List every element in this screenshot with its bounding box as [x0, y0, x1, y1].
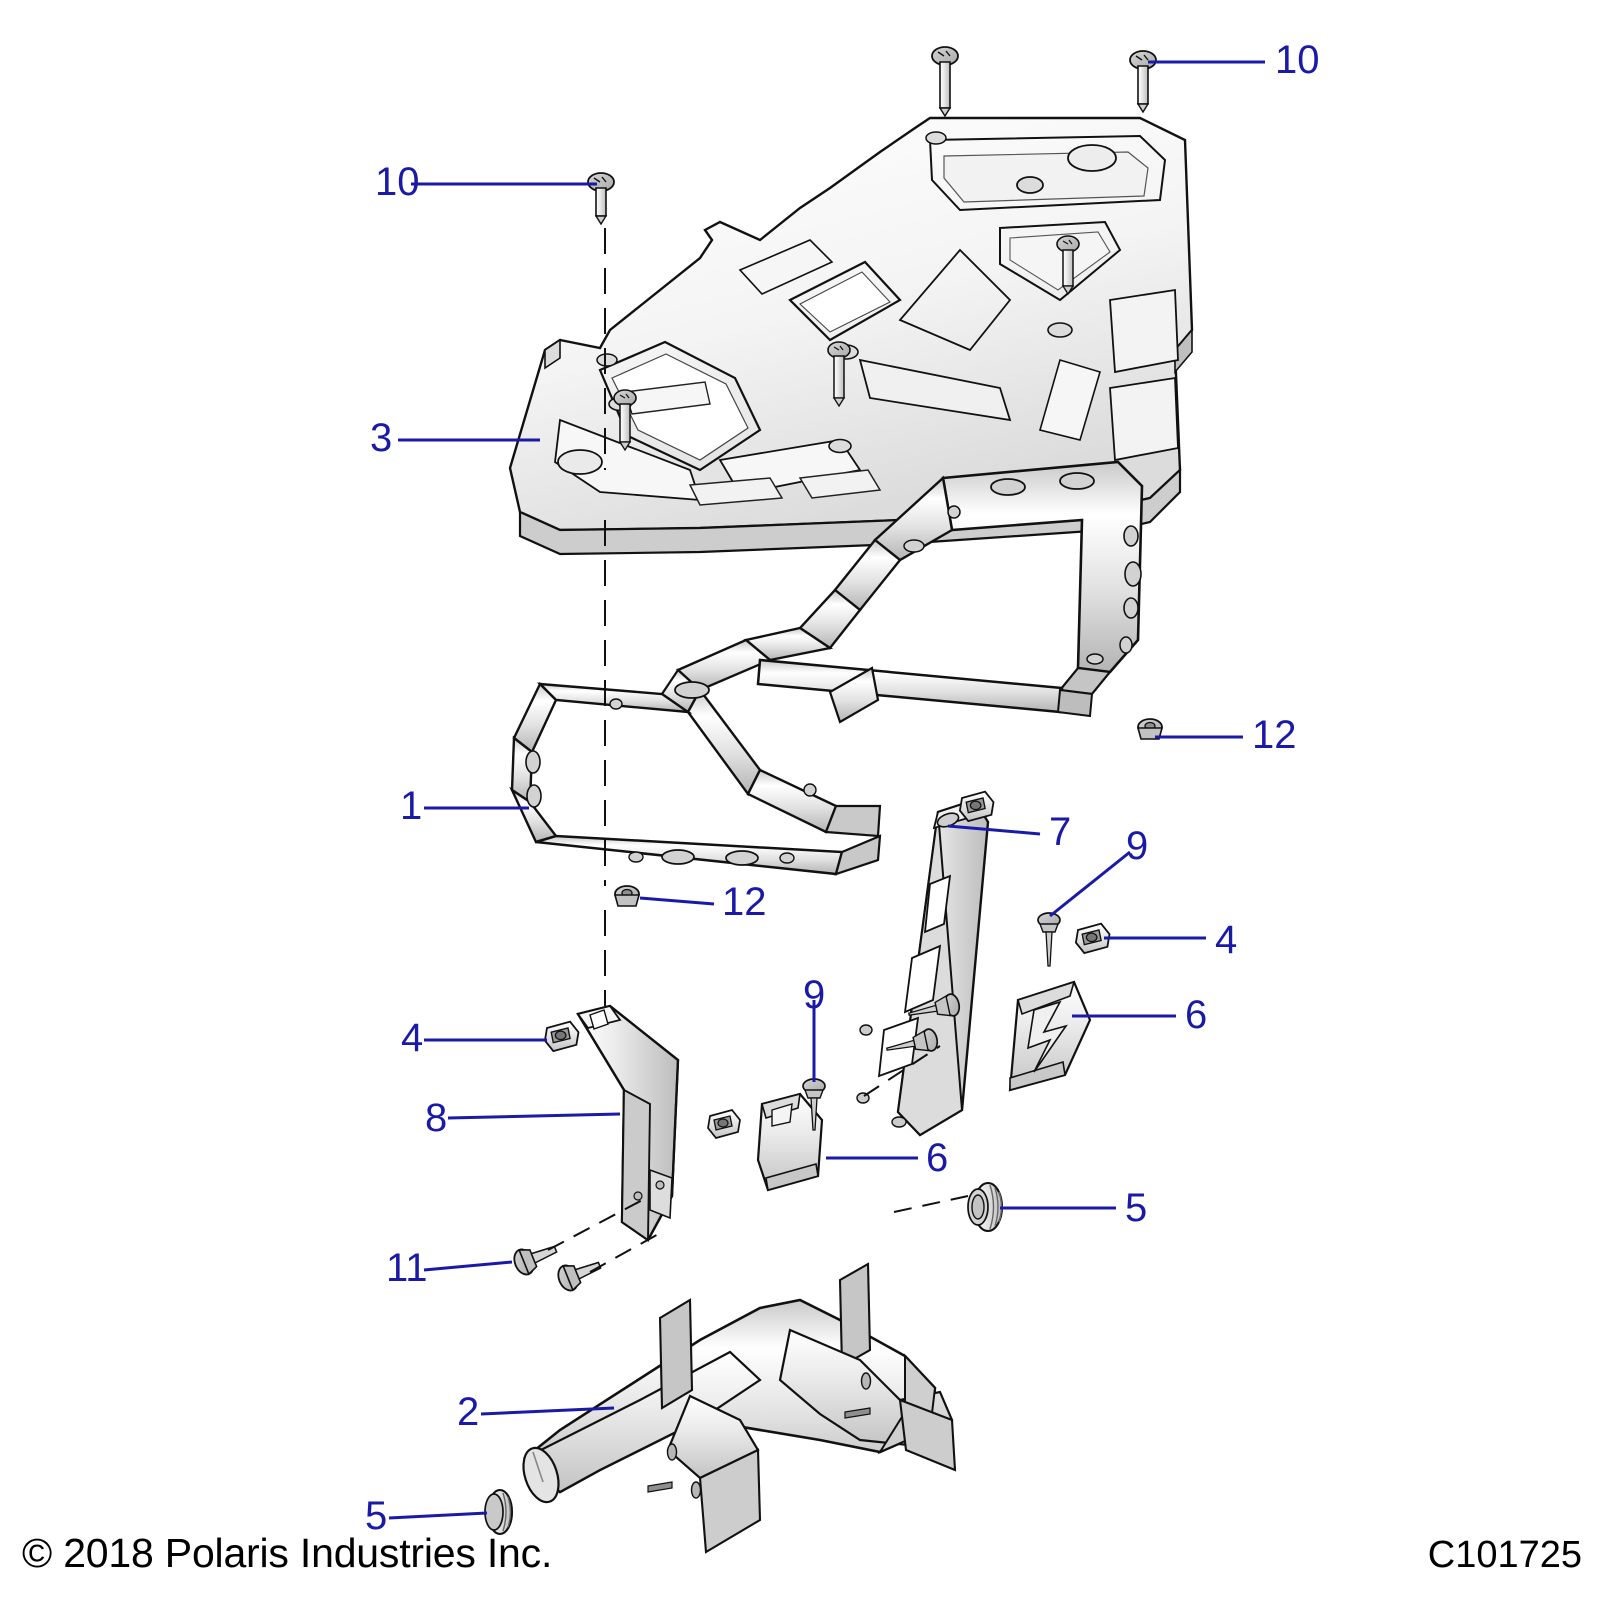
callout-number-5[interactable]: 5 [1125, 1186, 1148, 1230]
part-side-panel-bracket [576, 1004, 680, 1242]
callout-number-9[interactable]: 9 [1126, 824, 1149, 868]
callout-number-5[interactable]: 5 [365, 1494, 388, 1538]
callout-number-8[interactable]: 8 [425, 1096, 448, 1140]
leader-line-7 [947, 824, 1041, 836]
part-flange-screws [802, 912, 1061, 1131]
callout-leader-lines [388, 60, 1265, 1520]
callout-number-3[interactable]: 3 [370, 416, 393, 460]
callout-number-1[interactable]: 1 [400, 784, 423, 828]
leader-line-12 [639, 896, 715, 906]
callout-number-7[interactable]: 7 [1049, 810, 1072, 854]
part-u-nut-clips [543, 790, 1111, 1139]
part-lower-crossmember [522, 1262, 957, 1554]
callout-number-10[interactable]: 10 [1275, 38, 1320, 82]
callout-number-2[interactable]: 2 [457, 1390, 480, 1434]
part-flange-nuts [613, 718, 1164, 907]
leader-line-5 [388, 1511, 488, 1520]
leader-line-2 [480, 1406, 615, 1416]
part-bumper-tube-frame [509, 460, 1144, 876]
part-pan-head-screws [587, 46, 1157, 452]
part-hex-flange-bolts [513, 1245, 602, 1292]
callout-number-6[interactable]: 6 [926, 1136, 949, 1180]
leader-line-8 [447, 1112, 621, 1120]
callout-number-9[interactable]: 9 [803, 973, 826, 1017]
part-tube-end-plugs [484, 1181, 1004, 1536]
callout-number-10[interactable]: 10 [375, 160, 420, 204]
part-mounting-brackets-small [756, 980, 1092, 1192]
part-side-support-bracket [856, 798, 990, 1137]
callout-number-11[interactable]: 11 [386, 1246, 428, 1290]
callout-number-6[interactable]: 6 [1185, 993, 1208, 1037]
callout-number-12[interactable]: 12 [722, 880, 767, 924]
assembly-centerlines [547, 228, 969, 1273]
drawing-number: C101725 [1427, 1534, 1582, 1576]
part-front-fascia-panel [508, 116, 1194, 556]
copyright-notice: © 2018 Polaris Industries Inc. [22, 1530, 553, 1576]
leader-line-11 [423, 1260, 513, 1272]
callout-number-12[interactable]: 12 [1252, 713, 1297, 757]
callout-number-4[interactable]: 4 [401, 1016, 424, 1060]
leader-line-9 [1049, 850, 1131, 918]
callout-number-4[interactable]: 4 [1215, 918, 1238, 962]
